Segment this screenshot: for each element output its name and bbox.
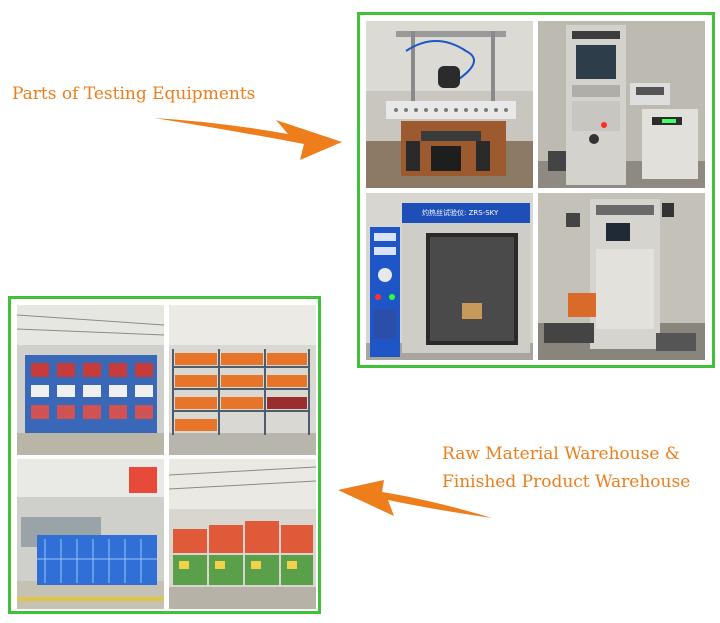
shelving-photo: [169, 305, 316, 455]
packaged-products-photo: [169, 459, 316, 609]
testing-equipment-gallery: 灼热丝试验仪: ZRS-SKY: [357, 12, 715, 368]
carton-stack-photo: [17, 305, 164, 455]
test-chamber-photo: [538, 193, 705, 360]
warehouse-gallery: [8, 296, 321, 614]
warehouse-caption: Raw Material Warehouse & Finished Produc…: [442, 440, 690, 496]
test-rig-photo: [366, 21, 533, 188]
equipment-panel-label: 灼热丝试验仪: ZRS-SKY: [422, 209, 499, 217]
glow-wire-tester-photo: [366, 193, 533, 360]
metal-crates-photo: [17, 459, 164, 609]
control-cabinet-photo: [538, 21, 705, 188]
arrow-right-icon: [154, 118, 342, 160]
arrow-left-icon: [338, 480, 492, 518]
testing-equipment-caption: Parts of Testing Equipments: [12, 84, 256, 104]
warehouse-caption-line-2: Finished Product Warehouse: [442, 472, 691, 492]
warehouse-caption-line-1: Raw Material Warehouse &: [442, 444, 681, 464]
